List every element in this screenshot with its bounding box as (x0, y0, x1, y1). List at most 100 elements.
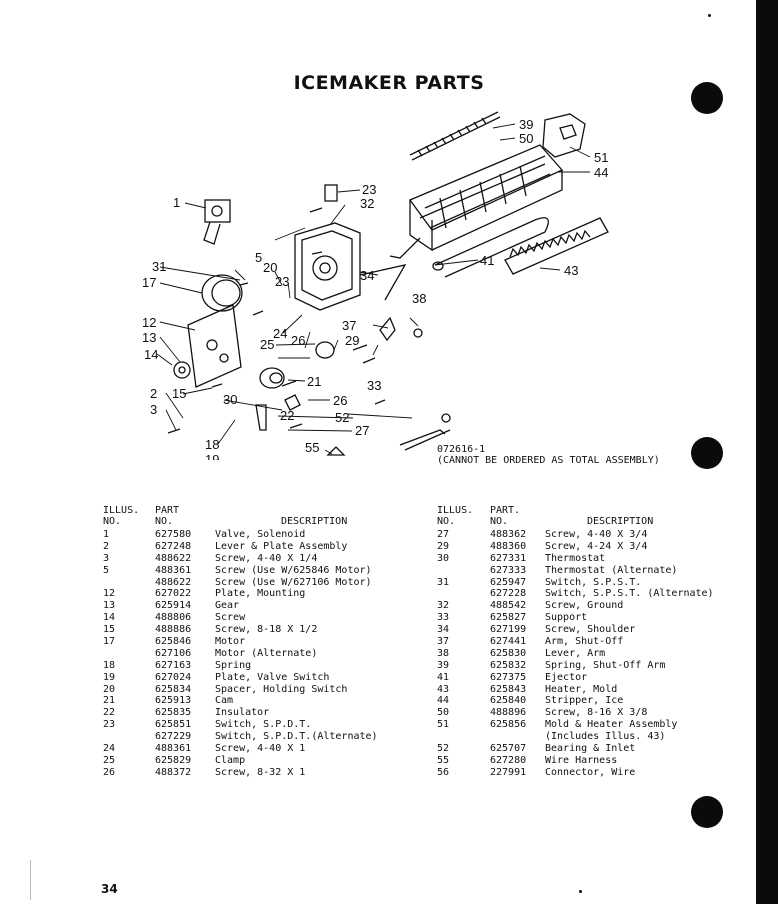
description: Thermostat (545, 552, 606, 564)
description: Screw, 4-40 X 1 (215, 743, 306, 755)
description: Support (545, 612, 588, 624)
callout-label: 32 (360, 196, 374, 211)
illus-no: 20 (103, 683, 116, 695)
callout-label: 39 (519, 117, 533, 132)
description: Switch, S.P.S.T. (Alternate) (545, 588, 714, 600)
switch-part (284, 394, 301, 411)
illus-no: 55 (437, 754, 450, 766)
callout-label: 23 (275, 274, 289, 289)
illus-no: 32 (437, 600, 450, 612)
part-no: 627248 (155, 540, 192, 552)
table-header: ILLUS. NO. PART. NO. DESCRIPTION (437, 505, 727, 529)
callout-label: 44 (594, 165, 608, 180)
exploded-parts-diagram: 1 2 3 5 12 13 14 15 17 18 19 20 21 22 23… (142, 111, 609, 460)
description: Screw, 4-24 X 3/4 (545, 540, 648, 552)
motor-part (201, 274, 243, 312)
part-no: 625707 (490, 743, 527, 755)
description: Lever & Plate Assembly (215, 540, 348, 552)
illus-no: 19 (103, 671, 116, 683)
switch-part (255, 404, 267, 431)
header-illus-no: NO. (437, 516, 456, 527)
cam-part (259, 367, 285, 389)
callout-label: 19 (205, 452, 219, 460)
spring-part (413, 328, 423, 338)
description: Spring, Shut-Off Arm (545, 659, 666, 671)
description: Thermostat (Alternate) (545, 564, 678, 576)
callout-label: 27 (355, 423, 369, 438)
illus-no: 1 (103, 529, 110, 540)
callout-label: 13 (142, 330, 156, 345)
binder-hole (691, 82, 723, 114)
part-no: 488362 (490, 529, 527, 540)
description: Screw, 4-40 X 3/4 (545, 529, 648, 540)
part-no: 625830 (490, 647, 527, 659)
part-no: 488361 (155, 743, 192, 755)
part-no: 625856 (490, 719, 527, 731)
illus-no: 30 (437, 552, 450, 564)
description: Clamp (215, 754, 246, 766)
wire-harness-part (399, 413, 451, 451)
illus-no: 34 (437, 624, 450, 636)
part-no: 488542 (490, 600, 527, 612)
callout-label: 29 (345, 333, 359, 348)
description: Lever, Arm (545, 647, 606, 659)
illus-no: 26 (103, 766, 116, 778)
header-description: DESCRIPTION (281, 516, 348, 527)
binder-hole (691, 796, 723, 828)
part-no: 625829 (155, 754, 192, 766)
part-no: 627022 (155, 588, 192, 600)
illus-no: 56 (437, 766, 450, 778)
description: Screw, Shoulder (545, 624, 636, 636)
description: Screw, 8-18 X 1/2 (215, 624, 318, 636)
part-no: 625843 (490, 683, 527, 695)
illus-no: 17 (103, 636, 116, 648)
scan-speck (579, 890, 582, 893)
callout-label: 30 (223, 392, 237, 407)
header-part: PART (155, 505, 180, 516)
page-edge-scan-border (756, 0, 778, 904)
part-no: 488360 (490, 540, 527, 552)
illus-no: 50 (437, 707, 450, 719)
lever-arm-part (379, 316, 396, 342)
callout-label: 25 (260, 337, 274, 352)
illus-no: 29 (437, 540, 450, 552)
description: (Includes Illus. 43) (545, 731, 666, 743)
gear-part (173, 361, 191, 379)
thermostat-part (315, 341, 335, 359)
shut-off-arm (359, 264, 407, 301)
part-no: 488886 (155, 624, 192, 636)
wire-connector-part (326, 446, 346, 456)
callout-label: 26 (291, 333, 305, 348)
description: Switch, S.P.S.T. (545, 576, 642, 588)
page-number: 34 (101, 882, 118, 896)
illus-no: 13 (103, 600, 116, 612)
part-no: 627229 (155, 731, 192, 743)
header-illus: ILLUS. (437, 505, 474, 516)
support-housing (294, 222, 361, 311)
illus-no: 27 (437, 529, 450, 540)
part-no: 625832 (490, 659, 527, 671)
callout-label: 55 (305, 440, 319, 455)
description: Screw, 4-40 X 1/4 (215, 552, 318, 564)
callout-label: 33 (367, 378, 381, 393)
header-part-no: NO. (490, 516, 509, 527)
callout-label: 50 (519, 131, 533, 146)
callout-label: 34 (360, 268, 374, 283)
illus-no: 41 (437, 671, 450, 683)
description: Screw (Use W/627106 Motor) (215, 576, 372, 588)
